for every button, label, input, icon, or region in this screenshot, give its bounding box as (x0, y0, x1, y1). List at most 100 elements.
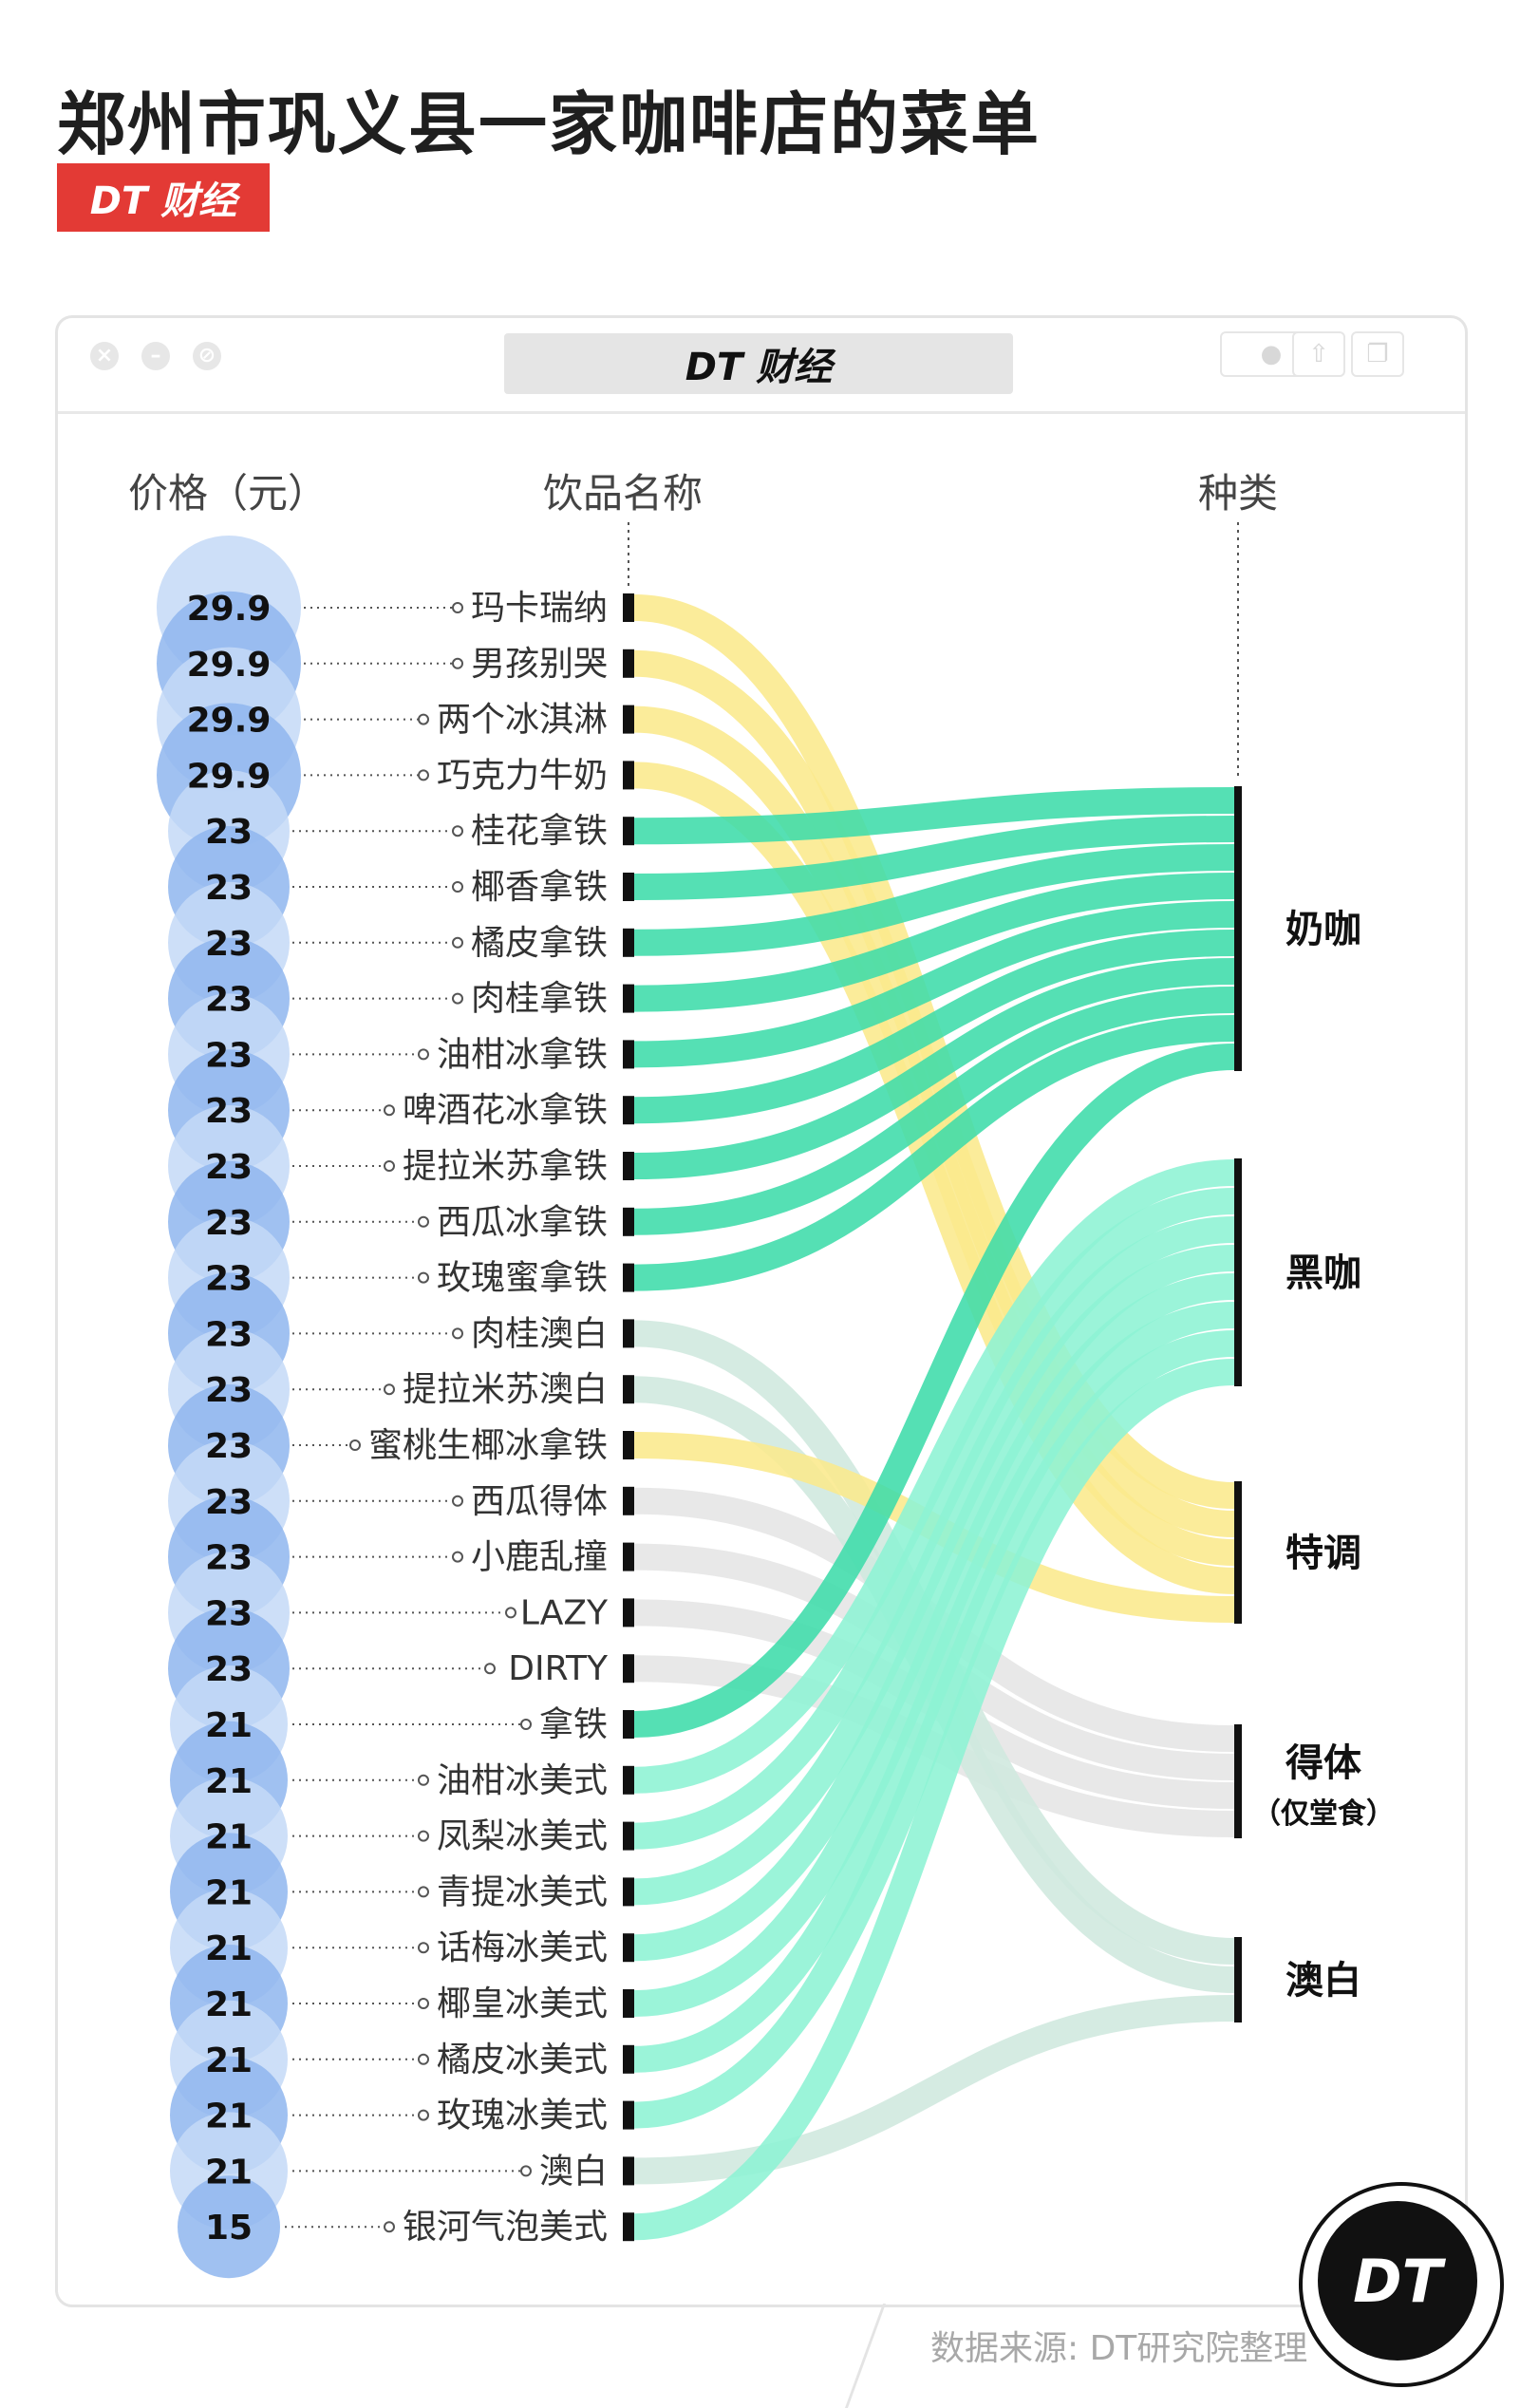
copy-icon[interactable]: ❐ (1351, 331, 1404, 377)
leader-dot (520, 1719, 532, 1730)
leader-dot (452, 825, 463, 837)
drink-label: 两个冰淇淋 (437, 701, 608, 740)
brand-badge: DT 财经 (57, 163, 270, 232)
category-bar (1234, 1481, 1242, 1624)
drink-label: 玛卡瑞纳 (471, 589, 608, 628)
price-label: 29.9 (187, 702, 272, 741)
drink-node (623, 705, 634, 734)
leader-dot (505, 1607, 516, 1619)
flow-link (633, 1245, 1235, 1962)
price-label: 29.9 (187, 590, 272, 629)
close-icon[interactable]: × (90, 342, 119, 370)
drink-label: 桂花拿铁 (471, 812, 608, 851)
leader-dot (418, 1774, 429, 1786)
leader-dot (452, 936, 463, 949)
drink-node (623, 1989, 634, 2018)
drink-label: 银河气泡美式 (403, 2208, 608, 2247)
window-header: × – ⊘ DT 财经 ● ⇧ ❐ (58, 318, 1465, 414)
window-title: DT 财经 (504, 333, 1013, 394)
drink-label: 椰香拿铁 (471, 868, 608, 907)
drink-label: 油柑冰美式 (437, 1761, 608, 1800)
price-label: 23 (205, 1204, 253, 1243)
flow-link (633, 1188, 1235, 1850)
drink-label: 拿铁 (539, 1705, 608, 1744)
category-label: 黑咖 (1285, 1251, 1361, 1295)
drink-label: LAZY (520, 1593, 609, 1632)
drink-node (623, 1654, 634, 1684)
flow-link (633, 1159, 1235, 1794)
drink-label: 啤酒花冰拿铁 (403, 1091, 608, 1130)
category-label: 特调 (1285, 1532, 1361, 1575)
leader-dot (349, 1439, 361, 1451)
drink-node (623, 1598, 634, 1627)
leader-dot (384, 1104, 395, 1117)
leader-dot (418, 713, 429, 725)
drink-label: 澳白 (539, 2152, 608, 2191)
leader-dot (418, 769, 429, 781)
flow-link (633, 958, 1235, 1179)
minimize-icon[interactable]: – (141, 342, 170, 370)
drink-node (623, 1486, 634, 1515)
price-label: 29.9 (187, 646, 272, 685)
price-label: 23 (205, 1594, 253, 1633)
price-label: 23 (205, 1148, 253, 1187)
flow-link (633, 1216, 1235, 1906)
drink-label: 提拉米苏拿铁 (403, 1147, 608, 1186)
drink-node (623, 761, 634, 790)
price-label: 23 (205, 981, 253, 1020)
leader-dot (418, 2109, 429, 2121)
category-label: 澳白 (1285, 1959, 1361, 2003)
data-source: 数据来源: DT研究院整理 (930, 2329, 1308, 2368)
zoom-icon[interactable]: ⊘ (193, 342, 221, 370)
category-bar (1234, 1158, 1242, 1386)
price-bubbles (157, 536, 301, 2279)
flow-link (633, 787, 1235, 845)
category-column-header: 种类 (1198, 470, 1279, 517)
drink-node (623, 1933, 634, 1963)
drink-label: 椰皇冰美式 (437, 1985, 608, 2023)
drink-node (623, 2156, 634, 2186)
drink-label: 肉桂澳白 (471, 1314, 608, 1353)
flow-link (633, 649, 1235, 1537)
drink-label: DIRTY (508, 1649, 609, 1688)
flow-link (633, 930, 1235, 1124)
drink-node (623, 1152, 634, 1180)
drink-label: 提拉米苏澳白 (403, 1370, 608, 1409)
flow-link (633, 1330, 1235, 2129)
leader-dot (484, 1663, 496, 1675)
share-icon[interactable]: ⇧ (1292, 331, 1345, 377)
price-label: 21 (205, 1929, 253, 1968)
category-bar (1234, 786, 1242, 1071)
category-sublabel: （仅堂食） (1252, 1797, 1395, 1831)
drink-node (623, 1263, 634, 1292)
drink-label: 西瓜得体 (471, 1482, 608, 1521)
leader-dot (418, 1830, 429, 1842)
flow-link (633, 873, 1235, 1012)
leader-dot (520, 2165, 532, 2177)
flow-link (633, 816, 1235, 900)
price-label: 15 (205, 2209, 253, 2248)
drink-node (623, 984, 634, 1013)
name-column-header: 饮品名称 (543, 470, 704, 517)
flow-link (633, 844, 1235, 956)
leader-dot (418, 1886, 429, 1898)
flow-link (633, 1015, 1235, 1291)
price-label: 29.9 (187, 757, 272, 796)
price-label: 23 (205, 1650, 253, 1689)
drink-label: 巧克力牛奶 (437, 756, 608, 795)
drink-label: 油柑冰拿铁 (437, 1035, 608, 1074)
leader-dot (418, 2053, 429, 2065)
price-column-header: 价格（元） (128, 470, 328, 517)
drink-label: 玫瑰蜜拿铁 (437, 1259, 608, 1298)
leader-dot (452, 1495, 463, 1507)
leader-dot (452, 657, 463, 669)
drink-node (623, 1765, 634, 1795)
drink-node (623, 2100, 634, 2130)
drink-node (623, 1040, 634, 1069)
flow-link (633, 1359, 1235, 2241)
left-rows: 玛卡瑞纳29.9男孩别哭29.9两个冰淇淋29.9巧克力牛奶29.9桂花拿铁23… (187, 589, 634, 2248)
drink-node (623, 649, 634, 678)
price-label: 23 (205, 1315, 253, 1354)
dt-logo: DT (1318, 2201, 1477, 2361)
leader-dot (418, 1998, 429, 2009)
